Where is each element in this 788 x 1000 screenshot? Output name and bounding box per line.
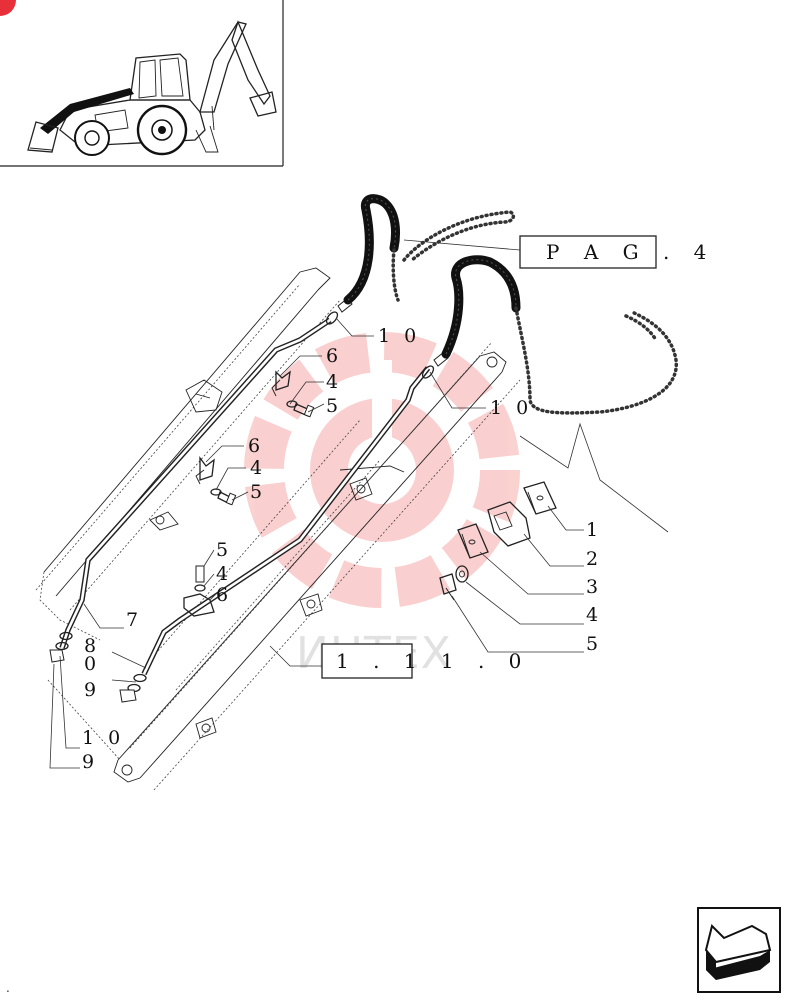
clamp-middle [195, 456, 237, 506]
callout-top-6: 6 [326, 345, 342, 367]
callout-mid-4: 4 [250, 457, 266, 479]
callout-left-9: 9 [84, 679, 100, 701]
callout-bottom-9: 9 [82, 751, 98, 773]
page-ref-label: P A G . 4 [546, 240, 715, 264]
callout-low-4: 4 [216, 563, 232, 585]
section-ref-label: 1 . 1 1 . 0 [336, 649, 530, 673]
callout-right-10: 1 0 [490, 397, 532, 419]
clamp-upper [271, 370, 315, 418]
watermark-logo [244, 332, 520, 608]
section-lines [519, 422, 669, 533]
callout-bottom-10: 1 0 [82, 727, 124, 749]
page-ref-box[interactable]: P A G . 4 [519, 235, 715, 269]
callout-part-1: 1 [586, 519, 602, 541]
callout-labels: 1 0 6 4 5 6 4 5 1 0 5 4 6 1 2 3 4 5 7 8 … [82, 325, 602, 773]
hose-left [343, 194, 401, 305]
callout-part-5: 5 [586, 633, 602, 655]
corner-mark [0, 0, 16, 16]
footer-dot: . [6, 981, 10, 995]
callout-low-5: 5 [216, 539, 232, 561]
thumbnail-frame [0, 0, 284, 167]
callout-part-4: 4 [586, 604, 602, 626]
callout-mid-6: 6 [248, 435, 264, 457]
callout-top-5: 5 [326, 395, 342, 417]
callout-left-8: 8 [84, 635, 100, 657]
block-assembly [439, 481, 557, 601]
leader-lines [49, 239, 584, 769]
hose-right [441, 255, 521, 359]
callout-part-3: 3 [586, 576, 602, 598]
backhoe-loader-thumbnail [27, 20, 277, 156]
callout-left-0: 0 [84, 653, 100, 675]
callout-mid-5: 5 [250, 481, 266, 503]
next-page-arrow-icon[interactable] [697, 907, 781, 993]
section-ref-box[interactable]: 1 . 1 1 . 0 [321, 643, 530, 679]
callout-low-6: 6 [216, 584, 232, 606]
clamp-lower [183, 565, 215, 617]
callout-top-10: 1 0 [378, 325, 420, 347]
right-boom-arm [113, 341, 521, 791]
callout-left-7: 7 [126, 609, 142, 631]
callout-part-2: 2 [586, 548, 602, 570]
callout-top-4: 4 [326, 371, 342, 393]
phantom-lines [391, 210, 678, 415]
